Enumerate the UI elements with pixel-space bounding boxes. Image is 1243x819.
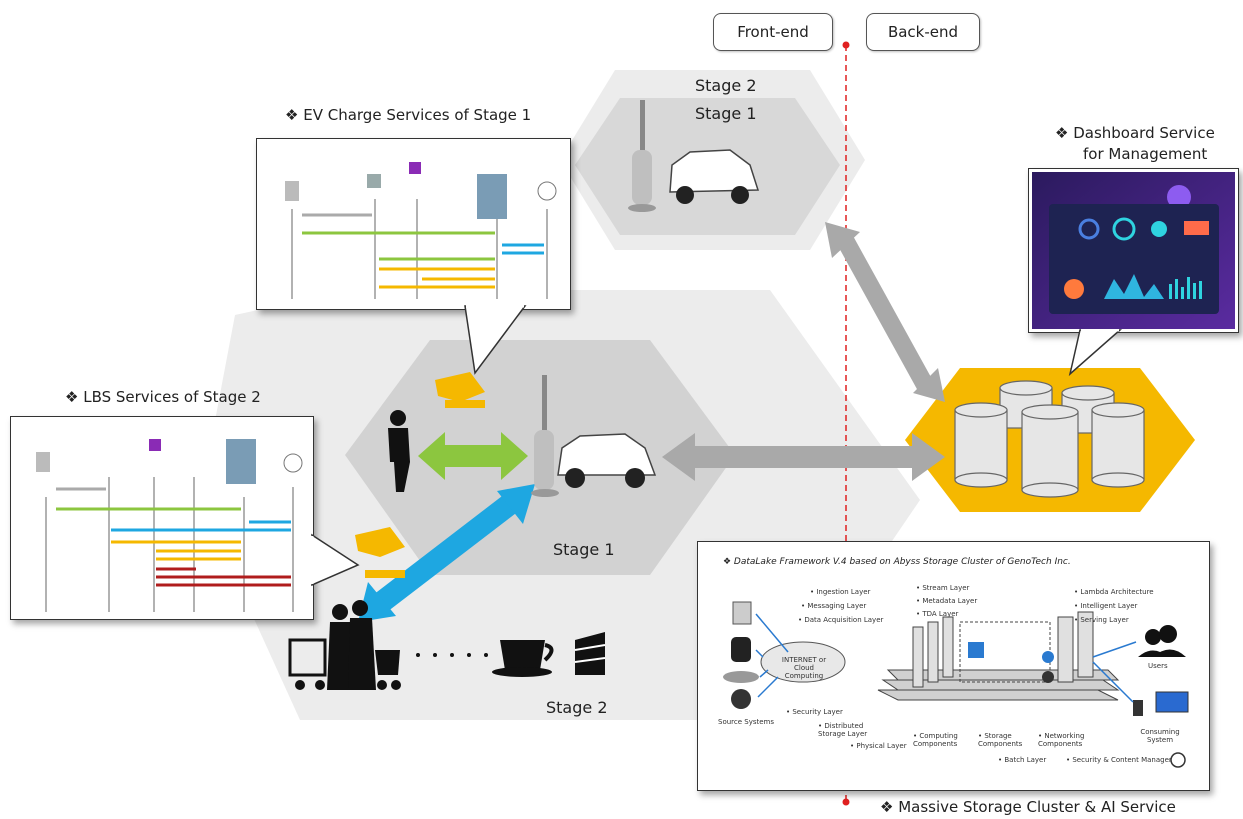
label-security-content: • Security & Content Manager bbox=[1066, 756, 1172, 764]
person-silhouette bbox=[388, 410, 410, 492]
ev-charge-title: ❖ EV Charge Services of Stage 1 bbox=[285, 106, 532, 124]
top-charger-car bbox=[628, 100, 760, 212]
label-physical-layer: • Physical Layer bbox=[850, 742, 907, 750]
layer-tda: • TDA Layer bbox=[916, 610, 959, 618]
backend-label: Back-end bbox=[866, 13, 980, 51]
consuming-system-label: Consuming System bbox=[1140, 728, 1180, 744]
lbs-panel bbox=[10, 416, 314, 620]
cloud-label: INTERNET or Cloud Computing bbox=[781, 656, 827, 680]
layer-stream: • Stream Layer bbox=[916, 584, 970, 592]
database-cluster bbox=[954, 380, 1145, 498]
lbs-panel-pointer bbox=[310, 533, 360, 587]
bottom-stage2-label: Stage 2 bbox=[546, 698, 608, 717]
label-security-layer: • Security Layer bbox=[786, 708, 843, 716]
top-stage1-label: Stage 1 bbox=[695, 104, 757, 123]
ellipsis-dots bbox=[416, 653, 488, 657]
layer-serving: • Serving Layer bbox=[1074, 616, 1129, 624]
cake-icon bbox=[574, 632, 606, 675]
layer-lambda: • Lambda Architecture bbox=[1074, 588, 1154, 596]
users-label: Users bbox=[1148, 662, 1168, 670]
shopping-family-silhouette bbox=[288, 600, 401, 690]
dashboard-panel bbox=[1028, 168, 1239, 333]
layer-messaging: • Messaging Layer bbox=[801, 602, 867, 610]
ev-panel-pointer bbox=[464, 305, 527, 375]
center-stage1-label: Stage 1 bbox=[553, 540, 615, 559]
datalake-panel: ❖ DataLake Framework V.4 based on Abyss … bbox=[697, 541, 1210, 791]
ev-charge-panel bbox=[256, 138, 571, 310]
service-hand-icon-1 bbox=[435, 372, 485, 408]
label-storage-components: • Storage Components bbox=[978, 732, 1023, 748]
label-networking-components: • Networking Components bbox=[1038, 732, 1085, 748]
service-hand-icon-2 bbox=[355, 527, 405, 578]
datalake-title: ❖ DataLake Framework V.4 based on Abyss … bbox=[723, 557, 1071, 567]
arrow-green bbox=[418, 432, 528, 480]
dashboard-pointer bbox=[1068, 329, 1122, 377]
center-charger-car bbox=[531, 375, 657, 497]
label-batch-layer: • Batch Layer bbox=[998, 756, 1047, 764]
lbs-title: ❖ LBS Services of Stage 2 bbox=[65, 388, 261, 406]
storage-title: ❖ Massive Storage Cluster & AI Service bbox=[880, 798, 1176, 816]
dashboard-screenshot bbox=[1032, 172, 1235, 329]
arrow-blue bbox=[358, 484, 535, 622]
label-distributed-storage: • Distributed Storage Layer bbox=[818, 722, 868, 738]
layer-data-acquisition: • Data Acquisition Layer bbox=[798, 616, 884, 624]
top-stage2-label: Stage 2 bbox=[695, 76, 757, 95]
datalake-diagram bbox=[723, 601, 1189, 768]
dashboard-title-1: ❖ Dashboard Service bbox=[1055, 124, 1215, 142]
frontend-label: Front-end bbox=[713, 13, 833, 51]
source-systems-label: Source Systems bbox=[718, 718, 775, 726]
arrow-center-storage bbox=[662, 433, 945, 481]
label-computing-components: • Computing Components bbox=[913, 732, 958, 748]
layer-metadata: • Metadata Layer bbox=[916, 597, 978, 605]
ev-sequence-diagram bbox=[285, 162, 557, 299]
arrow-top-storage bbox=[825, 222, 945, 402]
dashboard-title-2: for Management bbox=[1083, 145, 1208, 163]
layer-intelligent: • Intelligent Layer bbox=[1074, 602, 1138, 610]
layer-ingestion: • Ingestion Layer bbox=[810, 588, 871, 596]
lbs-sequence-diagram bbox=[36, 439, 303, 612]
coffee-icon bbox=[492, 640, 554, 677]
